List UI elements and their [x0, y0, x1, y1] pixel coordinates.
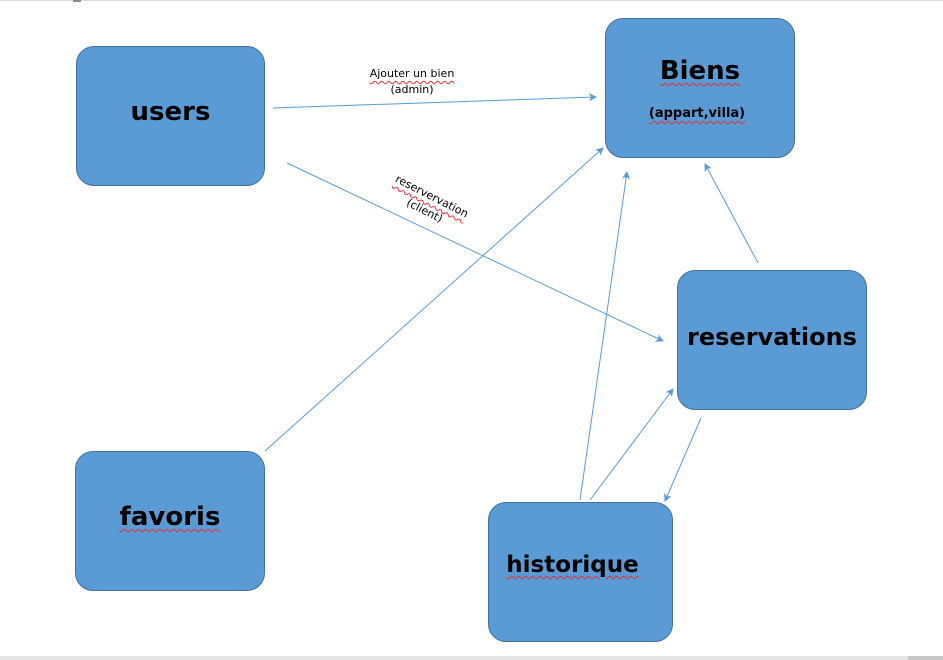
edge-reservations-to-biens: [704, 163, 759, 264]
users-node[interactable]: users: [76, 46, 265, 186]
reservations-node[interactable]: reservations: [677, 270, 867, 410]
edge-users-to-reservations: [286, 162, 664, 342]
historique-label: historique: [506, 552, 639, 578]
status-bar-block: [908, 656, 943, 660]
top-mark: [73, 0, 81, 2]
edge-historique-to-biens: [579, 171, 630, 501]
favoris-node[interactable]: favoris: [75, 451, 265, 591]
favoris-label: favoris: [119, 502, 221, 532]
biens-label: Biens: [659, 56, 741, 86]
historique-node[interactable]: historique: [488, 502, 673, 642]
edge-label-ajouter: Ajouter un bien (admin): [362, 66, 462, 98]
edge-label-ajouter-line1: Ajouter un bien: [369, 67, 455, 80]
edge-reservations-to-historique: [664, 417, 702, 502]
biens-node[interactable]: Biens (appart,villa): [605, 18, 795, 158]
edge-users-to-biens: [272, 93, 597, 109]
edge-favoris-to-biens: [264, 147, 604, 452]
biens-sublabel: (appart,villa): [648, 106, 746, 121]
status-bar: [0, 656, 943, 660]
edge-label-ajouter-line2: (admin): [390, 83, 434, 96]
reservations-label: reservations: [687, 323, 857, 351]
top-border: [0, 0, 943, 1]
users-label: users: [130, 97, 211, 127]
edge-historique-to-reservations: [589, 388, 674, 501]
